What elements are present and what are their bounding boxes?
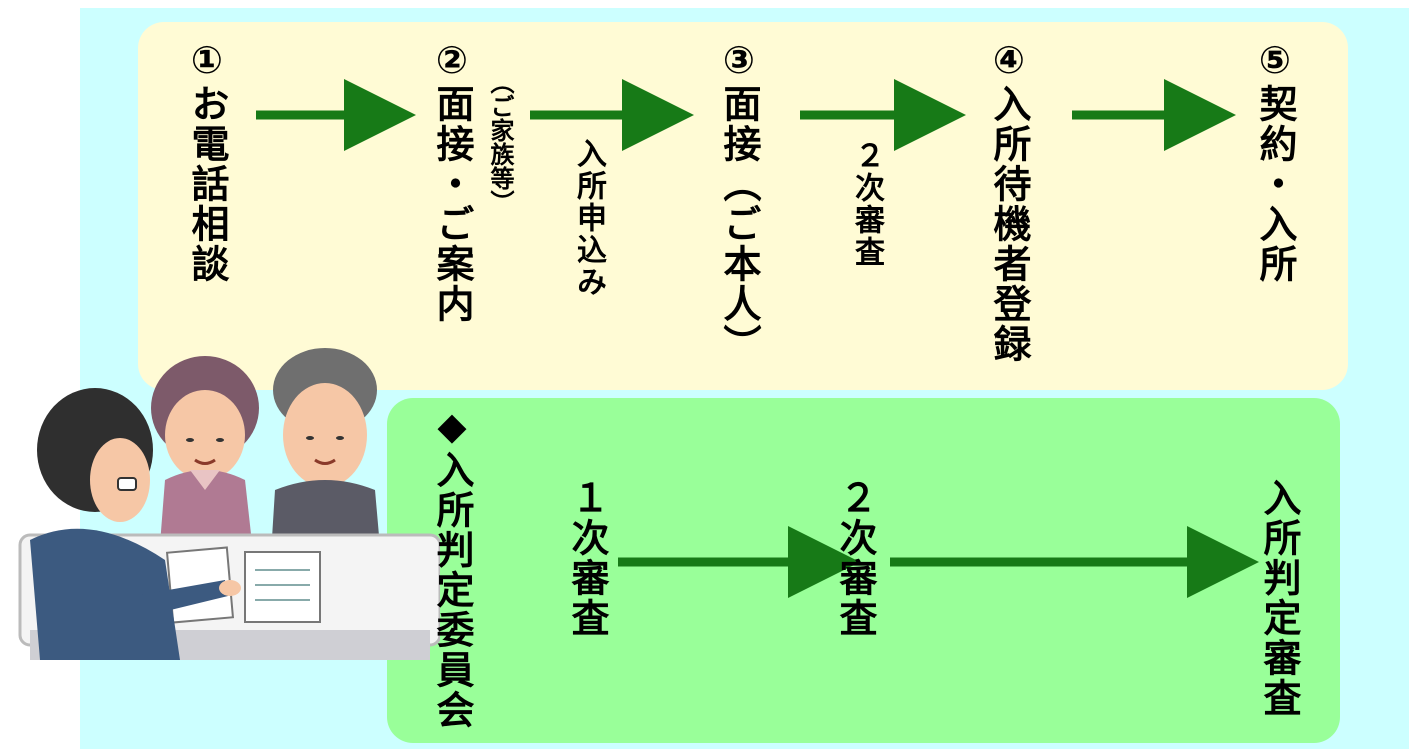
step-1-phone-consultation: ①お電話相談 — [185, 38, 229, 284]
step-5-contract-admission: ⑤契約・入所 — [1253, 38, 1297, 284]
arrow-label-application: 入所申込み — [571, 138, 606, 298]
committee-panel — [387, 398, 1340, 743]
staff-member-figure — [30, 388, 241, 660]
step-4-waitlist-registration: ④入所待機者登録 — [987, 38, 1031, 364]
arrow-label-second-review: ２次審査 — [849, 140, 884, 268]
step-2-interview-guidance: ②面接・ご案内 — [430, 38, 474, 324]
step-2-family-note: （ご家族等） — [486, 70, 514, 214]
committee-title: ◆入所判定委員会 — [430, 404, 474, 730]
committee-second-review: ２次審査 — [833, 478, 877, 638]
application-flow-panel — [138, 22, 1348, 390]
committee-first-review: １次審査 — [565, 478, 609, 638]
consultation-illustration — [18, 348, 440, 660]
committee-admission-decision: 入所判定審査 — [1257, 478, 1301, 718]
step-3-interview-applicant: ③面接（ご本人） — [717, 38, 761, 364]
